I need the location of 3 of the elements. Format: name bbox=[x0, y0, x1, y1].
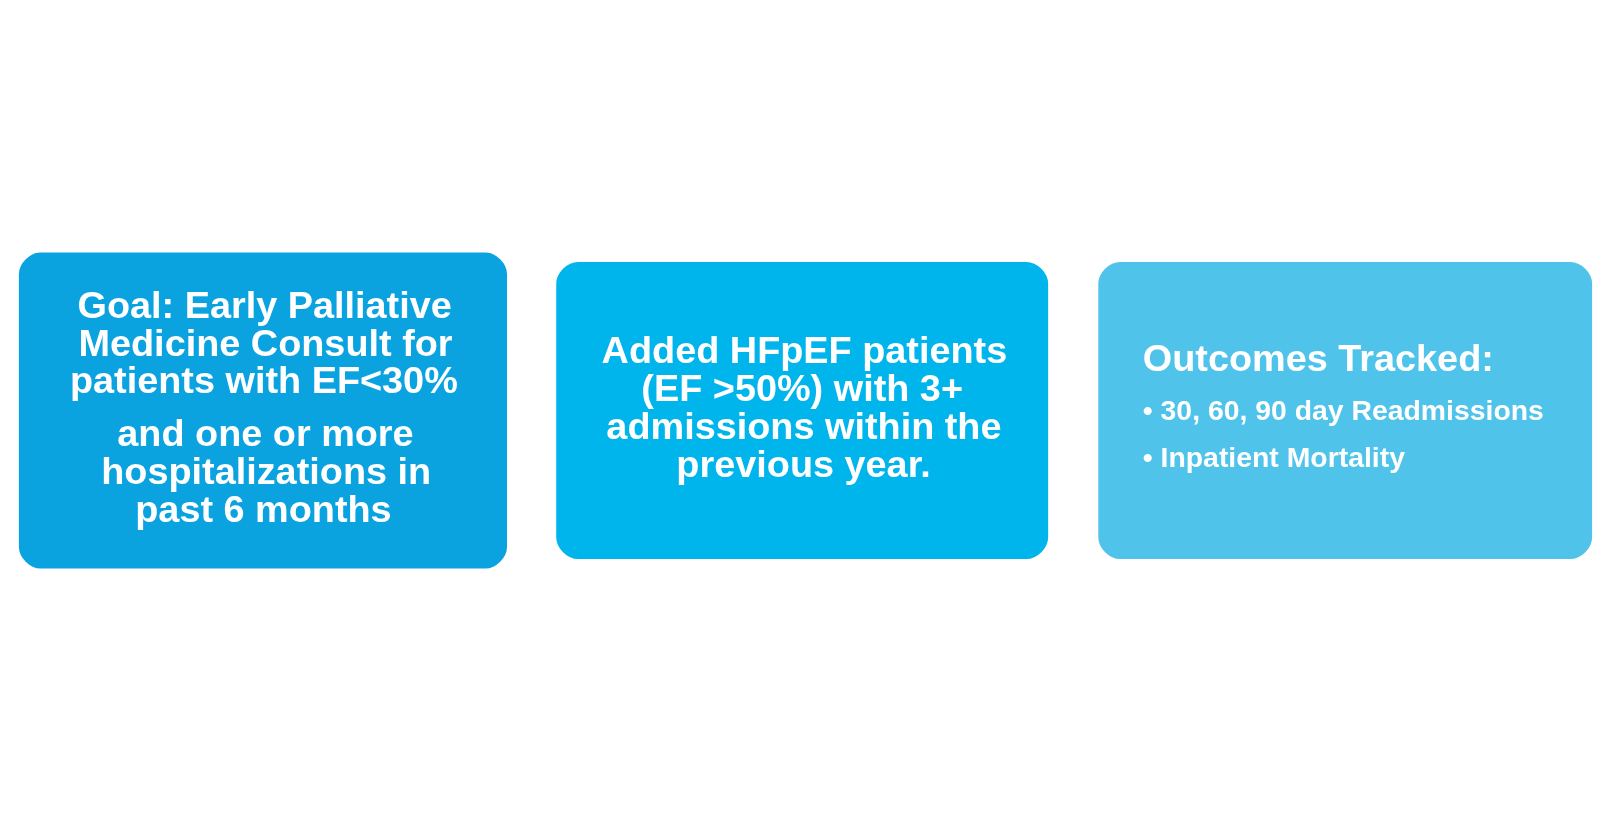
node-box: Outcomes Tracked: • 30, 60, 90 day Readmissions • Inpatient Mortality bbox=[1096, 260, 1594, 561]
node-box: Goal: Early Palliative Medicine Consult for patients with EF<30% and one or more hospitalizations in past 6 months bbox=[17, 250, 509, 571]
node-box: Added HFpEF patients (EF >50%) with 3+ admissions within the previous year. bbox=[554, 260, 1051, 561]
